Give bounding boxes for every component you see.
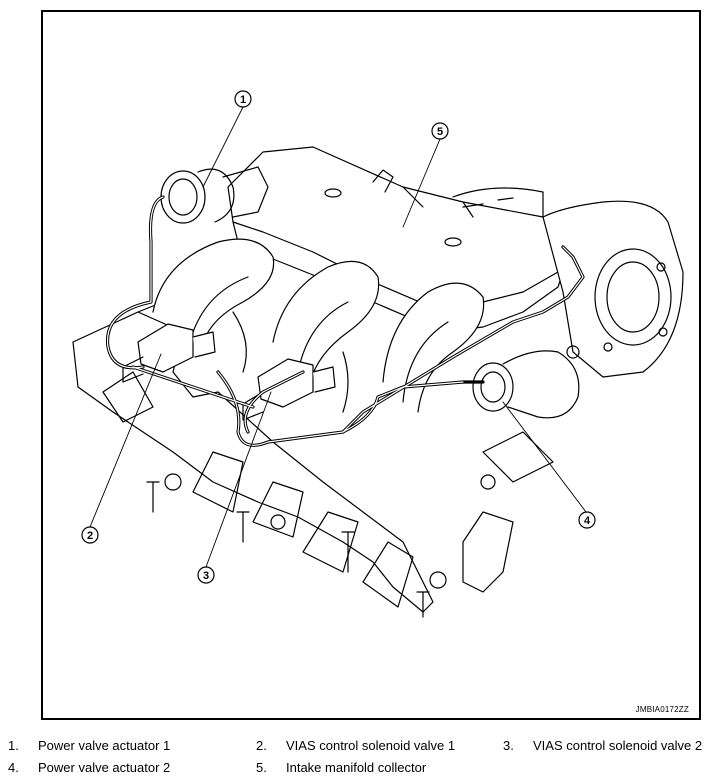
legend-number: 5. xyxy=(256,760,267,775)
legend-label: VIAS control solenoid valve 1 xyxy=(286,738,456,753)
legend: 1. Power valve actuator 1 2. VIAS contro… xyxy=(0,738,717,782)
legend-label: VIAS control solenoid valve 2 xyxy=(533,738,703,753)
legend-label: Power valve actuator 2 xyxy=(38,760,171,775)
legend-number: 1. xyxy=(8,738,19,753)
figure-id-code: JMBIA0172ZZ xyxy=(635,705,689,714)
throttle-body xyxy=(452,187,684,378)
power-valve-actuator-1-shape xyxy=(160,166,269,224)
vias-solenoid-valve-2-shape xyxy=(242,358,336,421)
callout-1-label: 1 xyxy=(240,94,246,106)
legend-row-2: 4. Power valve actuator 2 5. Intake mani… xyxy=(0,760,717,782)
legend-label: Intake manifold collector xyxy=(286,760,427,775)
legend-number: 3. xyxy=(503,738,514,753)
callout-4-label: 4 xyxy=(584,515,591,527)
callout-1: 1 xyxy=(234,90,252,108)
callout-5-label: 5 xyxy=(437,126,443,138)
diagram-frame: 1 2 3 4 5 JMBIA0172ZZ xyxy=(41,10,701,720)
intake-manifold-collector xyxy=(152,146,564,413)
power-valve-actuator-2-shape xyxy=(472,345,580,419)
callout-2-label: 2 xyxy=(87,530,93,542)
callout-5: 5 xyxy=(431,122,449,140)
callout-3-label: 3 xyxy=(203,570,209,582)
callout-3: 3 xyxy=(197,566,215,584)
vias-solenoid-valve-1-shape xyxy=(122,323,216,383)
callout-2: 2 xyxy=(81,526,99,544)
callout-4: 4 xyxy=(578,511,596,529)
leader-lines xyxy=(89,106,587,568)
legend-row-1: 1. Power valve actuator 1 2. VIAS contro… xyxy=(0,738,717,760)
intake-manifold-illustration: 1 2 3 4 5 xyxy=(72,90,684,618)
lower-manifold xyxy=(72,301,554,618)
legend-number: 2. xyxy=(256,738,267,753)
legend-number: 4. xyxy=(8,760,19,775)
legend-label: Power valve actuator 1 xyxy=(38,738,171,753)
